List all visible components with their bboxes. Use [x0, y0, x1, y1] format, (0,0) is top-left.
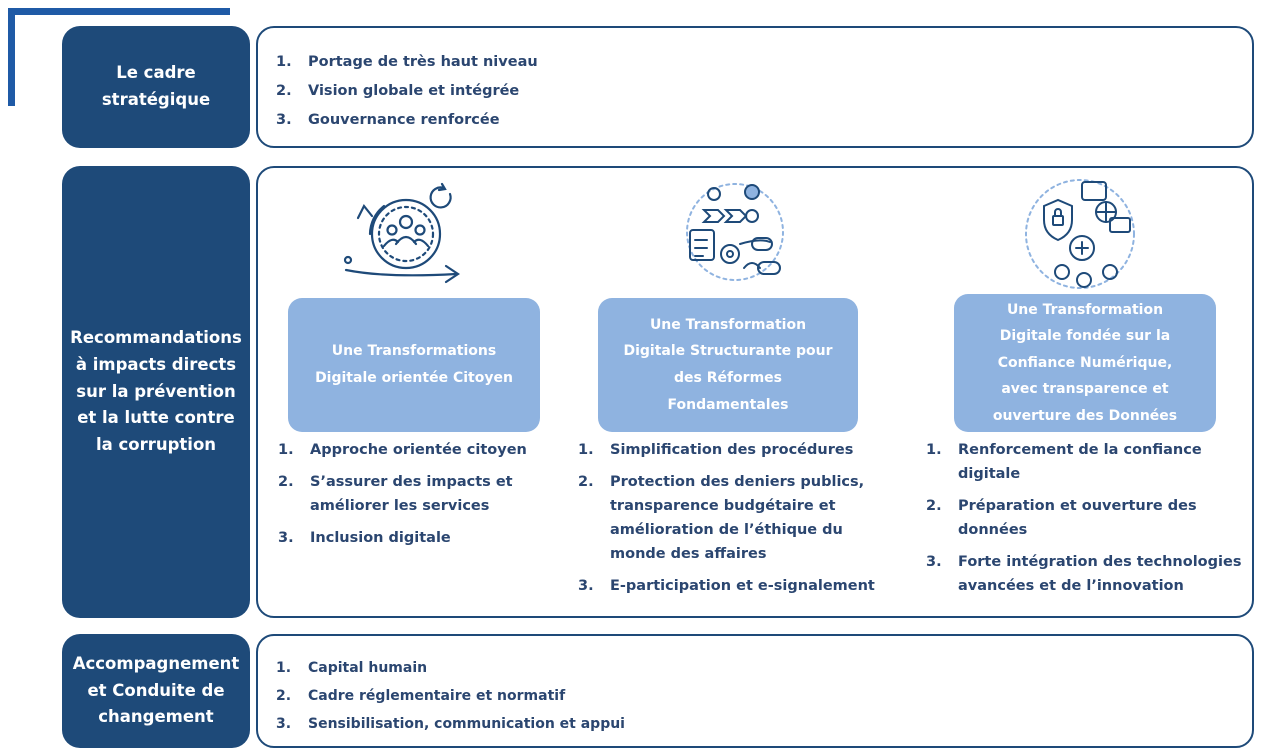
list-item: 1.Renforcement de la confiance digitale [926, 442, 1202, 482]
pillar-trust-list: 1.Renforcement de la confiance digitale … [926, 438, 1246, 598]
corner-accent-bar [8, 8, 15, 106]
list-item: 2.Préparation et ouverture des données [926, 498, 1197, 538]
process-reform-icon [686, 183, 784, 281]
list-item: 1.Capital humain [276, 660, 428, 676]
list-item: 2.Cadre réglementaire et normatif [276, 688, 566, 704]
list-item: 3.Gouvernance renforcée [276, 112, 500, 128]
list-item: 3.Forte intégration des technologies ava… [926, 554, 1242, 594]
pillar-reforms-list: 1.Simplification des procédures 2.Protec… [578, 438, 888, 598]
change-management-list: 1.Capital humain 2.Cadre réglementaire e… [276, 654, 625, 738]
list-item: 2.S’assurer des impacts et améliorer les… [278, 474, 513, 514]
pillar-citizen-list: 1.Approche orientée citoyen 2.S’assurer … [278, 438, 558, 550]
list-item: 2.Protection des deniers publics, transp… [578, 474, 865, 562]
list-item: 1.Approche orientée citoyen [278, 442, 527, 458]
list-item: 1.Portage de très haut niveau [276, 54, 538, 70]
pillar-title-reforms: Une Transformation Digitale Structurante… [598, 298, 858, 432]
recommendations-box: Une Transformations Digitale orientée Ci… [256, 166, 1254, 618]
strategic-framework-box: 1.Portage de très haut niveau 2.Vision g… [256, 26, 1254, 148]
pillar-title-citizen: Une Transformations Digitale orientée Ci… [288, 298, 540, 432]
pillar-title-trust: Une Transformation Digitale fondée sur l… [954, 294, 1216, 432]
list-item: 1.Simplification des procédures [578, 442, 854, 458]
list-item: 3.E-participation et e-signalement [578, 578, 875, 594]
recommendations-label: Recommandations à impacts directs sur la… [62, 166, 250, 618]
list-item: 3.Sensibilisation, communication et appu… [276, 716, 625, 732]
corner-accent-bar [8, 8, 230, 15]
citizen-cycle-icon [343, 182, 460, 284]
strategic-framework-list: 1.Portage de très haut niveau 2.Vision g… [276, 48, 538, 135]
change-management-box: 1.Capital humain 2.Cadre réglementaire e… [256, 634, 1254, 748]
change-management-label: Accompagnement et Conduite de changement [62, 634, 250, 748]
strategic-framework-label: Le cadre stratégique [62, 26, 250, 148]
list-item: 2.Vision globale et intégrée [276, 83, 520, 99]
list-item: 3.Inclusion digitale [278, 530, 451, 546]
digital-trust-icon [1025, 179, 1135, 289]
